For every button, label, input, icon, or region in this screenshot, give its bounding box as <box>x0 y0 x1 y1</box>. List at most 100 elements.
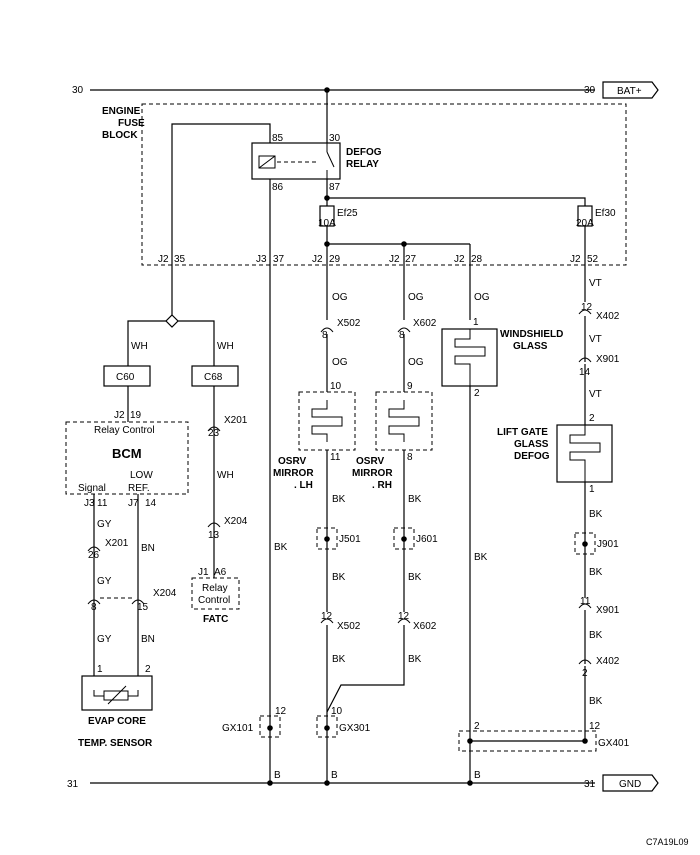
defog-relay <box>251 142 341 180</box>
j601-label: J601 <box>416 534 438 545</box>
gnd-tag-shape <box>602 774 659 792</box>
wire-label-wh: WH <box>217 470 234 481</box>
pin-52: 52 <box>587 254 599 265</box>
fatc-module <box>191 577 240 610</box>
fatc-title: FATC <box>203 614 228 625</box>
bcm-top-pin: 19 <box>130 410 142 421</box>
sensor-title-2: TEMP. SENSOR <box>78 738 153 749</box>
bcm-relay-control: Relay Control <box>94 425 155 436</box>
x502-label: X502 <box>337 621 361 632</box>
bcm-top-conn: J2 <box>114 410 125 421</box>
wire-label-bk: BK <box>408 572 422 583</box>
bat-plus-tag-shape <box>602 81 659 99</box>
x502-pin: 8 <box>322 330 328 341</box>
relay-title-2: RELAY <box>346 159 379 170</box>
wire-label-vt: VT <box>589 278 602 289</box>
pin-35: 35 <box>174 254 186 265</box>
heater-element-icon <box>569 425 601 482</box>
x204-pin: 15 <box>137 602 149 613</box>
relay-title-1: DEFOG <box>346 147 382 158</box>
x201-label: X201 <box>224 415 248 426</box>
pin-27: 27 <box>405 254 417 265</box>
fuse-block-title-3: BLOCK <box>102 130 138 141</box>
rail-30-left-label: 30 <box>72 85 84 96</box>
x204-pin: 13 <box>208 530 220 541</box>
wire-label-bk: BK <box>474 552 488 563</box>
wire-label-og: OG <box>474 292 490 303</box>
diamond-splice <box>165 314 179 328</box>
x602-label: X602 <box>413 318 437 329</box>
splice-j901 <box>574 532 596 555</box>
sensor-pin-2: 2 <box>145 664 151 675</box>
fatc-conn: J1 <box>198 567 209 578</box>
ground-rail: 31 31 GND B B B <box>67 770 659 792</box>
osrv-rh-branch: OG 8 X602 OG 9 8 OSRV MIRROR . RH BK J60… <box>326 292 438 713</box>
x402-pin: 12 <box>581 302 593 313</box>
connector-c60 <box>103 365 151 387</box>
windshield-title-1: WINDSHIELD <box>500 329 563 340</box>
fuse-ef25-rating: 10A <box>318 218 336 229</box>
fuse-ef30-rating: 20A <box>576 218 594 229</box>
wire-label-vt: VT <box>589 389 602 400</box>
osrv-lh-title-2: MIRROR <box>273 468 314 479</box>
x204-label: X204 <box>224 516 248 527</box>
x201-pin: 23 <box>208 428 220 439</box>
pin-conn-j3: J3 <box>256 254 267 265</box>
wire-label-bk: BK <box>332 654 346 665</box>
liftgate-pin-top: 2 <box>589 413 595 424</box>
wire-label-gy: GY <box>97 519 112 530</box>
bcm-signal: Signal <box>78 483 106 494</box>
bcm-j3: J3 <box>84 498 95 509</box>
wire-label-bk: BK <box>589 696 603 707</box>
wire-label-wh: WH <box>217 341 234 352</box>
x402-label: X402 <box>596 311 620 322</box>
wires <box>171 90 586 783</box>
pin-conn-j2: J2 <box>312 254 323 265</box>
wire-label-og: OG <box>408 292 424 303</box>
document-code: C7A19L09 <box>646 837 689 847</box>
gnd-tag: GND <box>619 779 641 790</box>
ground-b-label-3: B <box>474 770 481 781</box>
relay-pin-86: 86 <box>272 182 284 193</box>
control-branch: WH WH C60 C68 23 X201 WH 13 X204 J1 A6 R… <box>103 314 248 625</box>
wire-label-bk: BK <box>274 542 288 553</box>
osrv-rh-title-3: . RH <box>372 480 392 491</box>
liftgate-title-1: LIFT GATE <box>497 427 548 438</box>
gx301-label: GX301 <box>339 723 371 734</box>
x201-label: X201 <box>105 538 129 549</box>
connector-c60-label: C60 <box>116 372 135 383</box>
osrv-lh-title-3: . LH <box>294 480 313 491</box>
wire-label-bk: BK <box>408 494 422 505</box>
x602-label: X602 <box>413 621 437 632</box>
fatc-pin: A6 <box>214 567 227 578</box>
bcm-j7: J7 <box>128 498 139 509</box>
wire-label-bk: BK <box>589 567 603 578</box>
osrv-rh-title-1: OSRV <box>356 456 384 467</box>
wire-label-og: OG <box>332 292 348 303</box>
osrv-lh-title-1: OSRV <box>278 456 306 467</box>
wire-label-og: OG <box>408 357 424 368</box>
gx301-pin: 10 <box>331 706 343 717</box>
wire-label-bk: BK <box>589 630 603 641</box>
ground-gx301 <box>316 715 338 738</box>
bcm-pin-11: 11 <box>97 498 108 509</box>
fuse-ef30-name: Ef30 <box>595 208 616 219</box>
osrv-lh-branch: OG 8 X502 OG 10 11 OSRV MIRROR . LH BK J… <box>273 292 371 783</box>
j901-label: J901 <box>597 539 619 550</box>
heater-element-icon <box>311 400 343 442</box>
windshield-branch: OG 1 2 WINDSHIELD GLASS BK <box>441 292 563 783</box>
gx101-label: GX101 <box>222 723 254 734</box>
wire-label-wh: WH <box>131 341 148 352</box>
liftgate-title-2: GLASS <box>514 439 549 450</box>
wire-label-bk: BK <box>332 572 346 583</box>
bat-plus-tag: BAT+ <box>617 86 642 97</box>
evap-sensor <box>81 675 153 711</box>
ground-gx401 <box>458 730 597 752</box>
rail-31-right-label: 31 <box>584 779 596 790</box>
splice-j601 <box>393 527 415 550</box>
x901-pin: 11 <box>580 596 591 607</box>
x502-pin: 12 <box>321 611 333 622</box>
wire-label-og: OG <box>332 357 348 368</box>
